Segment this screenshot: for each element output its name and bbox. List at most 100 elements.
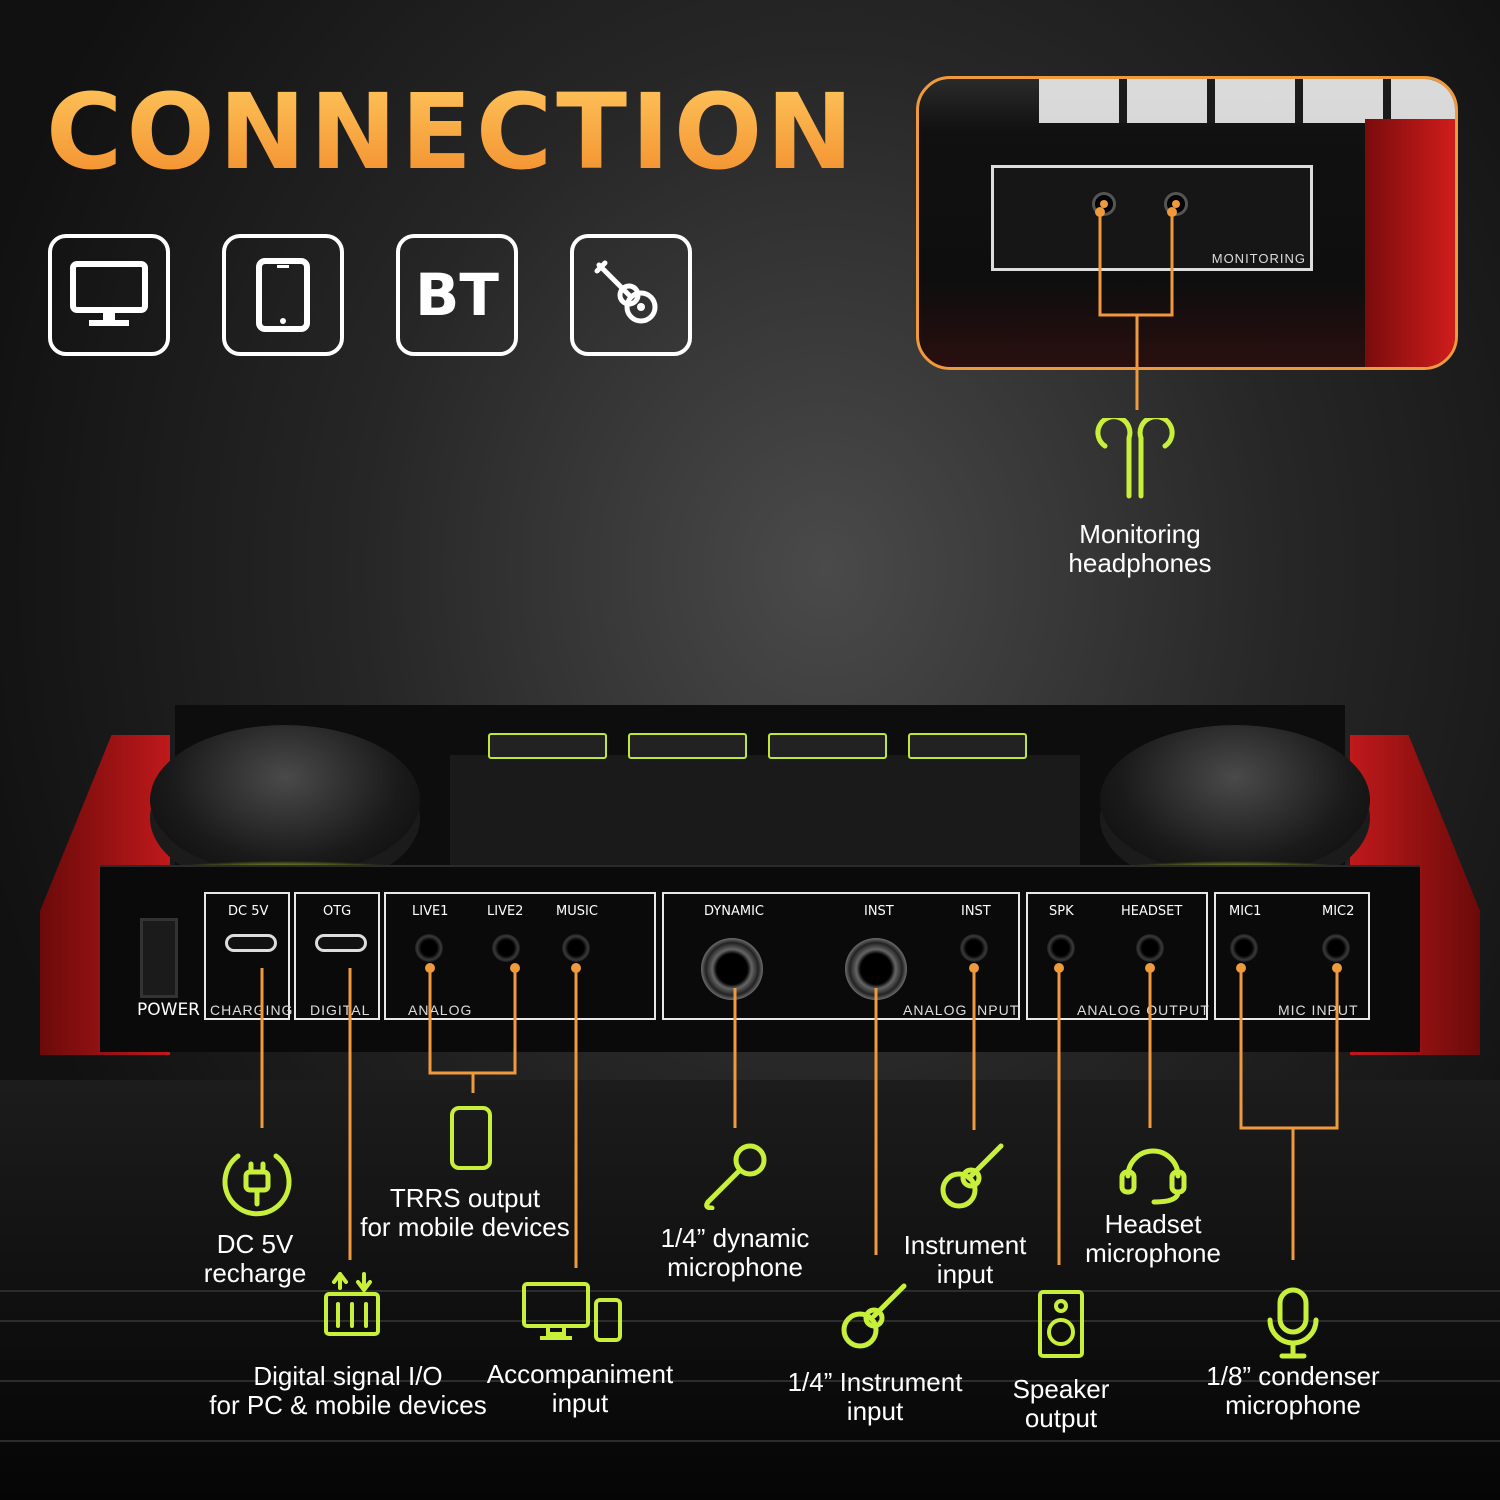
callout-line: input [551,1388,609,1418]
speaker-icon [1038,1290,1084,1358]
callout-line: Digital signal I/O [253,1361,443,1391]
monitoring-panel: MONITORING [991,165,1313,271]
mic1-label: MIC1 [1229,904,1262,919]
live2-jack [492,934,520,962]
callout-line: 1/8” condenser [1206,1361,1380,1391]
analog-output-section [1026,892,1208,1020]
music-jack [562,934,590,962]
shelf [0,1080,1500,1500]
monitoring-inset: MONITORING [916,76,1458,370]
headset-callout: Headset microphone [1076,1210,1230,1268]
callout-line: microphone [1225,1390,1361,1420]
live1-jack [415,934,443,962]
bt-label: BT [415,261,499,329]
analog-section [384,892,656,1020]
mic2-jack [1322,934,1350,962]
condenser-mic-icon [1267,1287,1319,1359]
analog-label: ANALOG [408,1002,473,1018]
spk-jack [1047,934,1075,962]
inst2-jack [960,934,988,962]
callout-line: for mobile devices [360,1212,570,1242]
callout-line: Instrument [903,1230,1027,1260]
acoustic-guitar-icon [841,1283,907,1349]
bt-icon: BT [396,234,518,356]
instrument-callout: Instrument input [895,1231,1035,1289]
callout-line: recharge [203,1258,307,1288]
dynamic-jack [701,938,763,1000]
digital-callout: Digital signal I/O for PC & mobile devic… [200,1362,496,1420]
smartphone-icon [450,1106,492,1170]
spk-label: SPK [1049,904,1074,919]
usbc-port-otg [315,934,367,952]
pad-button [488,733,607,759]
inset-red-side [1365,119,1455,367]
instrument14-callout: 1/4” Instrument input [780,1368,970,1426]
monitoring-label: MONITORING [1211,251,1306,266]
callout-line: Accompaniment [486,1359,674,1389]
headset-jack [1136,934,1164,962]
inset-buttons [1039,79,1455,123]
microphone-icon [704,1143,767,1210]
speaker-callout: Speaker output [1000,1375,1122,1433]
shelf-line [0,1380,1500,1382]
mic2-label: MIC2 [1322,904,1355,919]
analog-input-label: ANALOG INPUT [903,1002,1020,1018]
shelf-line [0,1320,1500,1322]
usbc-port-dc5v [225,934,277,952]
callout-line: microphone [667,1252,803,1282]
mic-input-section [1214,892,1370,1020]
monitoring-callout: Monitoring headphones [1040,520,1240,578]
pad-button [768,733,887,759]
pad-button [908,733,1027,759]
inst2-label: INST [961,904,991,919]
otg-label: OTG [323,904,352,919]
monitor-icon [48,234,170,356]
dynamic-label: DYNAMIC [704,904,764,919]
callout-line: TRRS output [389,1183,541,1213]
callout-line: for PC & mobile devices [209,1390,487,1420]
dynamic-callout: 1/4” dynamic microphone [640,1224,830,1282]
callout-line: input [846,1396,904,1426]
plug-icon [222,1153,292,1217]
pad-button [628,733,747,759]
shelf-line [0,1290,1500,1292]
callout-line: input [936,1259,994,1289]
device-top-center [450,755,1080,885]
callout-line: Monitoring [1079,519,1201,549]
accompaniment-callout: Accompaniment input [480,1360,680,1418]
analog-input-section [662,892,1020,1020]
power-label: POWER [137,1000,200,1020]
callout-line: Headset [1104,1209,1202,1239]
inst1-label: INST [864,904,894,919]
callout-line: microphone [1085,1238,1221,1268]
callout-line: Speaker [1012,1374,1110,1404]
analog-output-label: ANALOG OUTPUT [1077,1002,1210,1018]
otg-section [294,892,380,1020]
power-switch [140,918,178,998]
live1-label: LIVE1 [412,904,449,919]
tablet-icon [222,234,344,356]
dc5v-label: DC 5V [228,904,269,919]
earbuds-icon [1095,418,1175,499]
page-title: CONNECTION [46,71,858,193]
guitar-icon [570,234,692,356]
dc5v-callout: DC 5V recharge [180,1230,330,1288]
monitor-phone-icon [522,1282,622,1342]
headset-label: HEADSET [1121,904,1183,919]
callout-line: 1/4” dynamic [660,1223,810,1253]
condenser-callout: 1/8” condenser microphone [1196,1362,1390,1420]
trrs-callout: TRRS output for mobile devices [350,1184,580,1242]
mic1-jack [1230,934,1258,962]
shelf-line [0,1440,1500,1442]
live2-label: LIVE2 [487,904,524,919]
digital-label: DIGITAL [310,1002,371,1018]
digital-io-icon [324,1272,380,1336]
callout-line: headphones [1068,548,1212,578]
guitar-icon [940,1143,1004,1209]
callout-line: output [1024,1403,1098,1433]
dc5v-section [204,892,290,1020]
callout-line: 1/4” Instrument [787,1367,963,1397]
headset-icon [1119,1148,1187,1205]
charging-label: CHARGING [210,1002,294,1018]
